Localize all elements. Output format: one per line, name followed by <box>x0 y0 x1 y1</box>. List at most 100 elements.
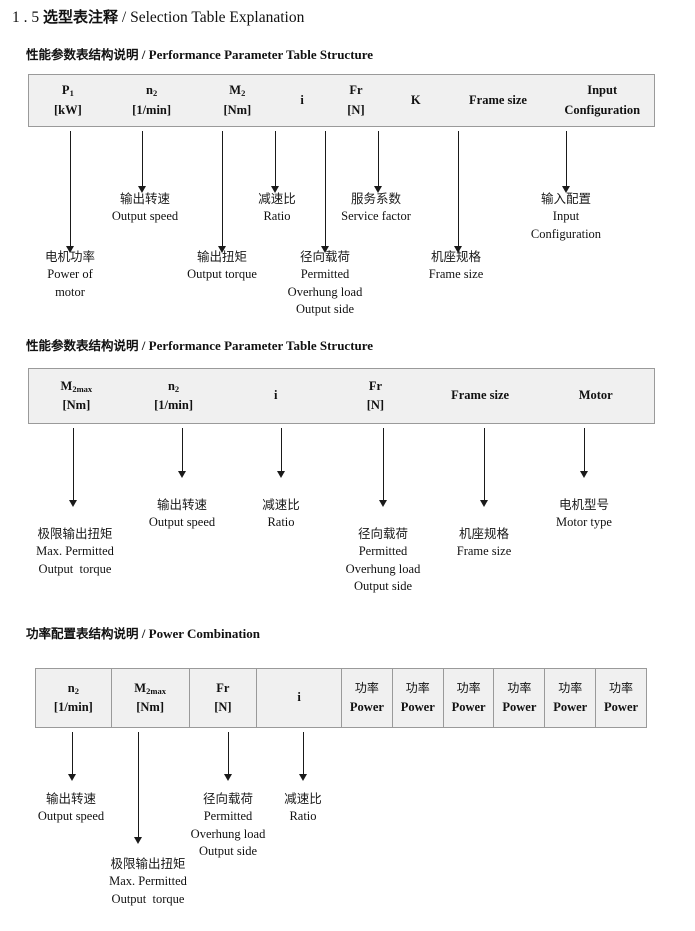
section-3-heading-cn: 功率配置表结构说明 <box>26 626 139 641</box>
page-title-number: 1 . 5 <box>12 9 40 26</box>
section-3-heading-sep: / <box>141 626 146 641</box>
arrow-head-icon <box>374 186 382 193</box>
table-1-column-7: Frame size <box>446 75 551 126</box>
section-2-heading-en: Performance Parameter Table Structure <box>148 338 374 353</box>
section-1-heading-sep: / <box>141 47 146 62</box>
annotation-label-cn: 极限输出扭矩 <box>110 856 186 871</box>
arrow-shaft <box>228 732 229 774</box>
table-2-column-1: M2max[Nm] <box>29 369 124 423</box>
arrow-head-icon <box>69 500 77 507</box>
annotation-label-en: Output side <box>354 579 412 594</box>
annotation-label-cn: 输入配置 <box>540 191 592 206</box>
pointer-arrow-18 <box>299 732 308 781</box>
table-3-column-2-unit: [Nm] <box>136 700 164 714</box>
table-3-column-4: i <box>256 669 341 727</box>
table-3-column-10-symbol: 功率 <box>609 681 634 696</box>
section-2-heading-cn: 性能参数表结构说明 <box>26 338 139 353</box>
table-3-column-6-unit: Power <box>400 699 435 714</box>
arrow-shaft <box>222 131 223 246</box>
annotation-label-en: Overhung load <box>345 561 421 576</box>
arrow-head-icon <box>562 186 570 193</box>
pointer-arrow-8 <box>562 131 571 193</box>
annotation-label-en: Max. Permitted <box>109 873 187 888</box>
table-2-column-2: n2 [1/min] <box>124 369 224 423</box>
table-1-column-1-unit: [kW] <box>53 102 82 117</box>
table-3-column-3: Fr[N] <box>188 669 257 727</box>
arrow-shaft <box>138 732 139 837</box>
table-3-column-5-symbol: 功率 <box>354 681 379 696</box>
pointer-arrow-14 <box>580 428 589 478</box>
table-1-column-2: n2[1/min] <box>107 75 197 126</box>
annotation-label-en: Output torque <box>187 266 257 281</box>
arrow-shaft <box>325 131 326 246</box>
section-1-heading: 性能参数表结构说明 / Performance Parameter Table … <box>26 44 373 63</box>
page-title-cn: 选型表注释 <box>43 8 119 26</box>
table-2-column-4: Fr[N] <box>328 369 423 423</box>
pointer-arrow-1 <box>66 131 75 253</box>
table-2-column-2-unit: [1/min] <box>154 398 193 412</box>
annotation-label-en: Output speed <box>37 808 105 823</box>
arrow-head-icon <box>480 500 488 507</box>
table-3-column-9-unit: Power <box>553 699 588 714</box>
pointer-arrow-2 <box>138 131 147 193</box>
arrow-shaft <box>458 131 459 246</box>
arrow-head-icon <box>454 246 462 253</box>
annotation-label-cn: 径向载荷 <box>357 526 409 541</box>
table-1-column-3-unit: [Nm] <box>223 102 252 117</box>
annotation-label-en: Frame size <box>428 266 484 281</box>
arrow-shaft <box>378 131 379 186</box>
table-2-column-2-symbol: n2 <box>167 378 180 394</box>
table-1-column-1: P1[kW] <box>29 75 107 126</box>
arrow-shaft <box>566 131 567 186</box>
arrow-head-icon <box>66 246 74 253</box>
table-1-column-8-unit: Configuration <box>564 102 641 117</box>
table-1-column-5-unit: [N] <box>347 102 365 117</box>
arrow-head-icon <box>277 471 285 478</box>
table-1-column-4: i <box>278 75 326 126</box>
table-2-column-1-unit: [Nm] <box>62 398 91 412</box>
section-1-heading-cn: 性能参数表结构说明 <box>26 47 139 62</box>
arrow-shaft <box>303 732 304 774</box>
arrow-head-icon <box>138 186 146 193</box>
pointer-arrow-17 <box>224 732 233 781</box>
table-2-column-5-symbol: Frame size <box>451 388 510 403</box>
table-1-column-5: Fr[N] <box>326 75 386 126</box>
table-1-column-3: M2[Nm] <box>196 75 278 126</box>
pointer-arrow-16 <box>134 732 143 844</box>
page-title: 1 . 5 选型表注释 / Selection Table Explanatio… <box>12 6 304 27</box>
arrow-shaft <box>72 732 73 774</box>
annotation-label-en: Motor type <box>556 514 612 529</box>
section-2-heading-sep: / <box>141 338 146 353</box>
pointer-arrow-15 <box>68 732 77 781</box>
annotation-label-en: Output speed <box>148 514 216 529</box>
table-3-column-2-symbol: M2max <box>134 680 166 696</box>
table-3-column-1-unit: [1/min] <box>53 700 93 714</box>
annotation-label-cn: 减速比 <box>258 191 296 206</box>
arrow-shaft <box>484 428 485 500</box>
table-1-column-4-symbol: i <box>300 92 304 107</box>
arrow-shaft <box>281 428 282 471</box>
annotation-label-en: Ratio <box>263 208 291 223</box>
annotation-label-cn: 电机功率 <box>44 249 96 264</box>
table-3-column-6-symbol: 功率 <box>405 681 430 696</box>
table-3-column-6: 功率 Power <box>391 669 443 727</box>
arrow-head-icon <box>224 774 232 781</box>
annotation-label-en: Output speed <box>111 208 179 223</box>
annotation-label-cn: 输出转速 <box>156 497 207 512</box>
annotation-label-cn: 径向载荷 <box>202 791 254 806</box>
